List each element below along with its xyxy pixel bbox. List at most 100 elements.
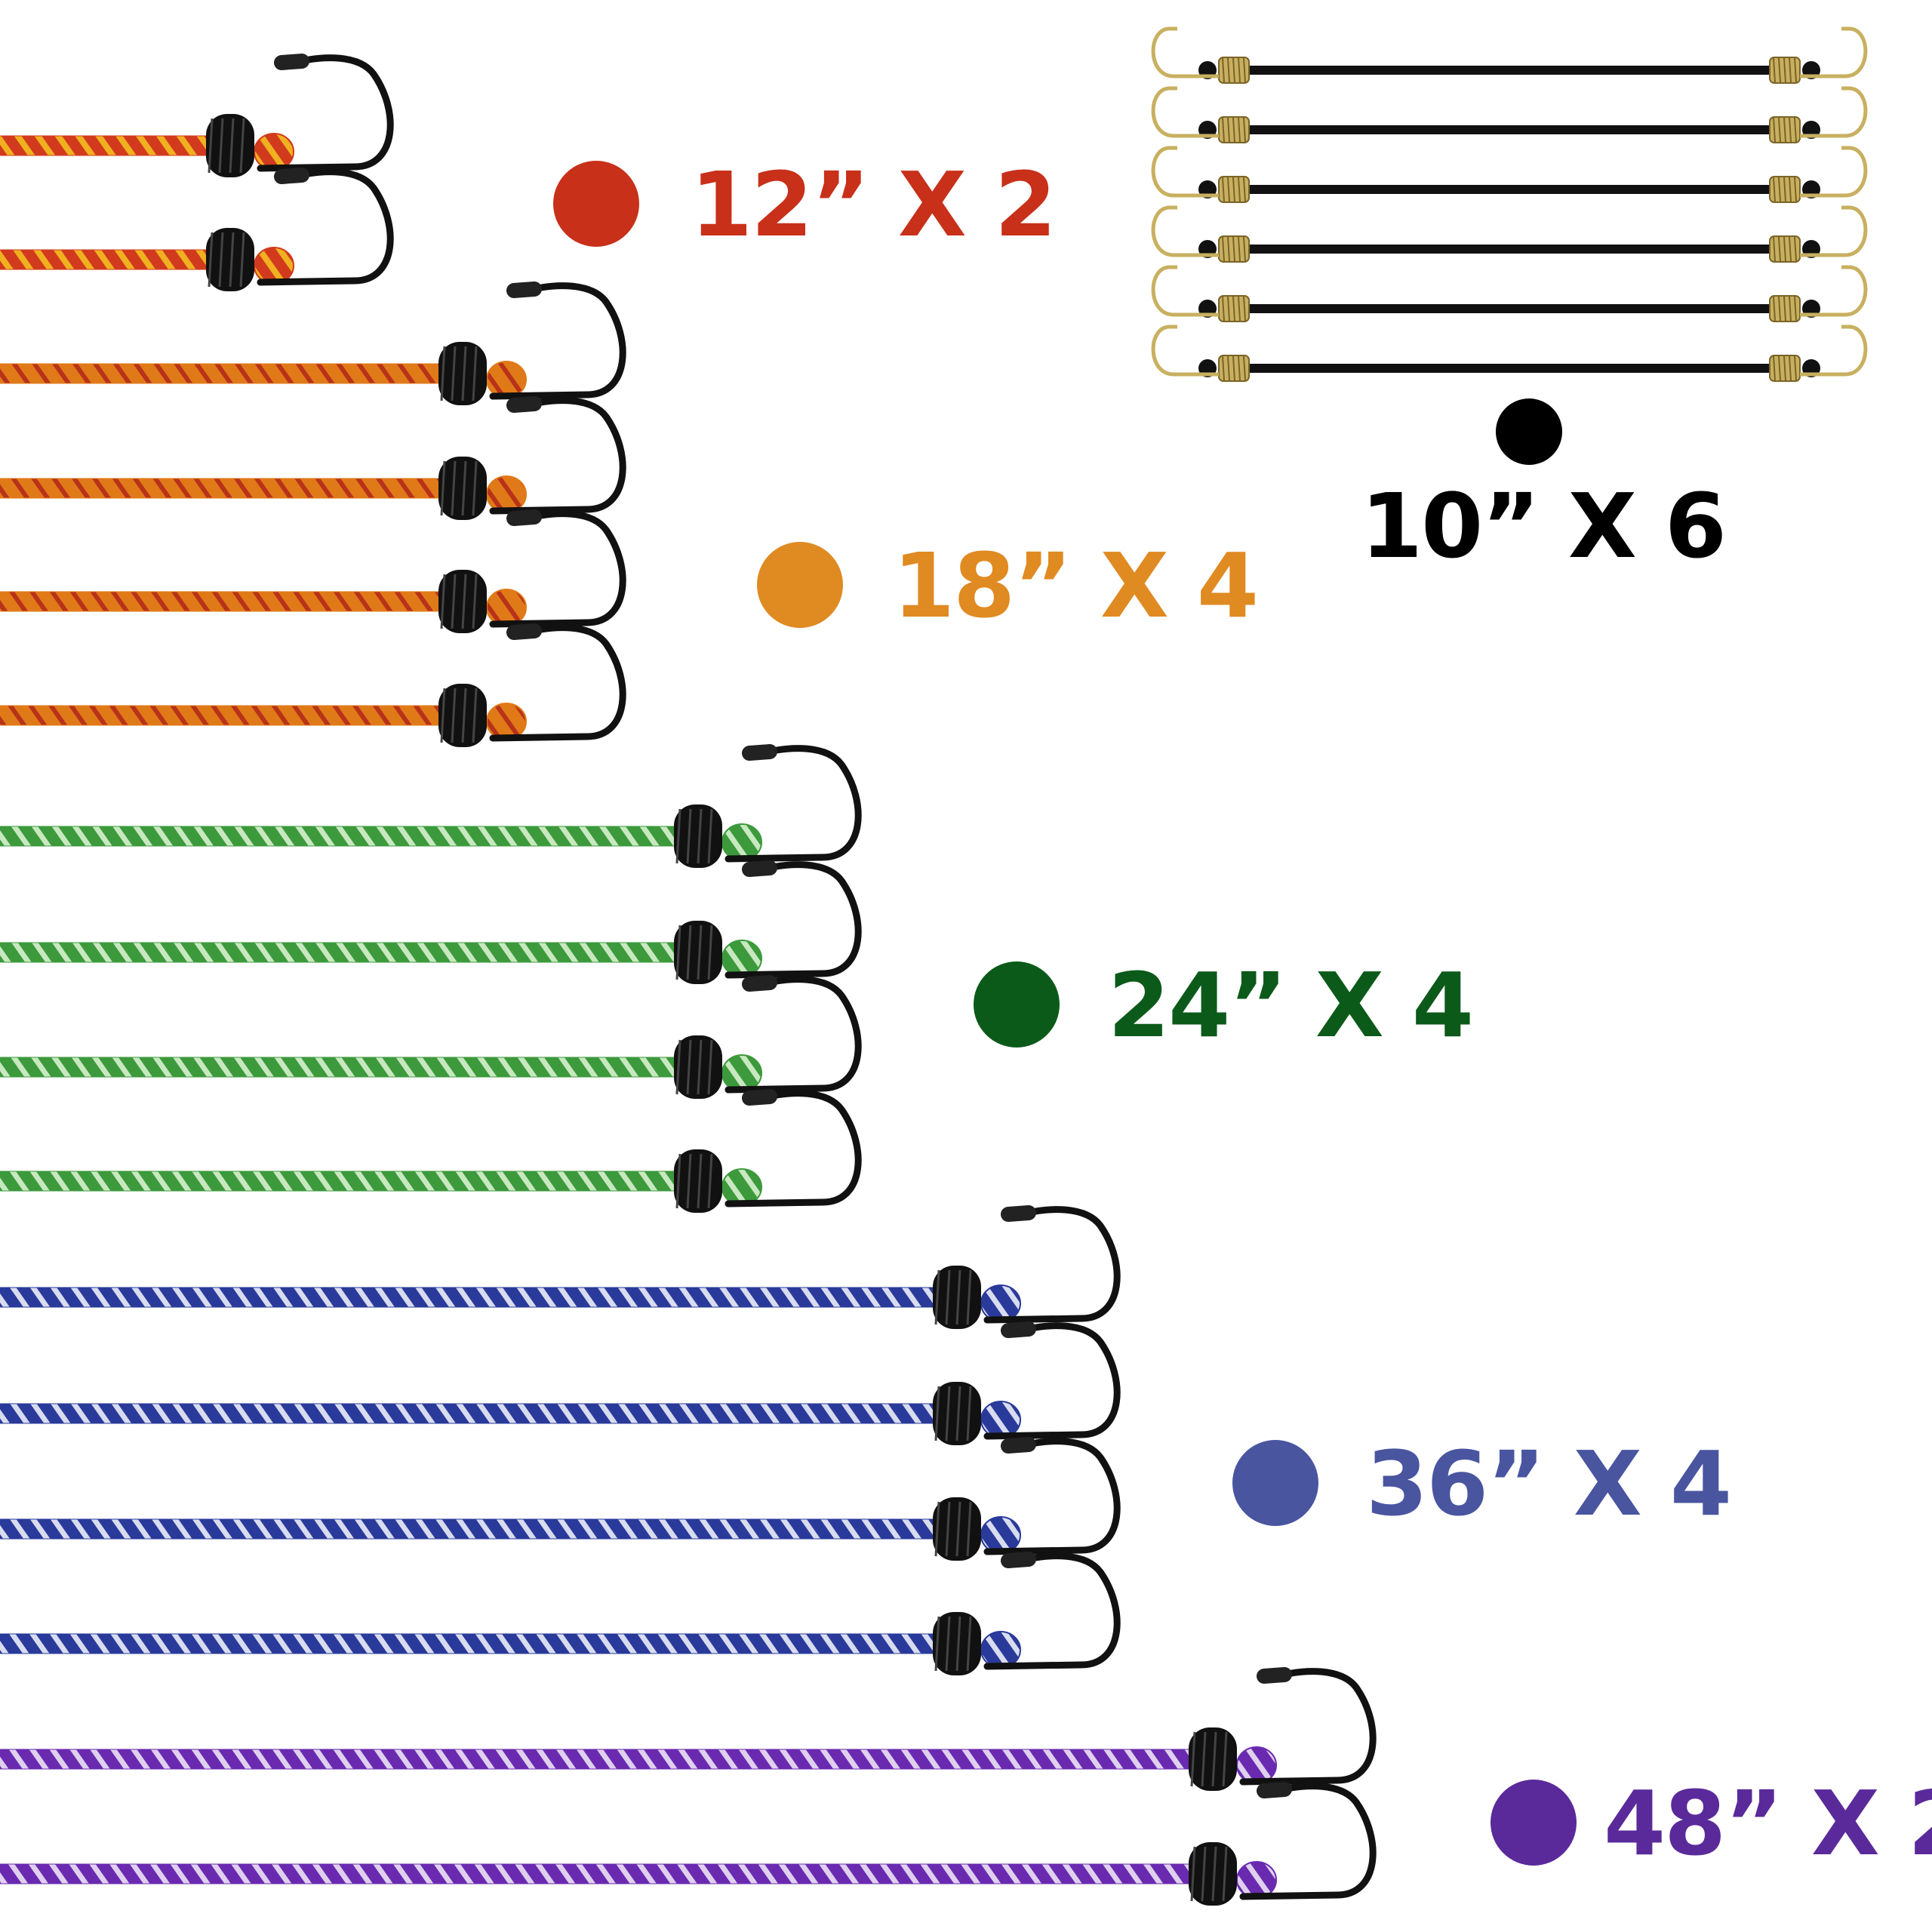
size-label-text: 24” X 4 <box>1108 953 1472 1057</box>
hook-tip <box>274 54 309 70</box>
hook <box>489 282 626 400</box>
bungee-cord <box>0 54 394 177</box>
hook-coil <box>438 570 487 633</box>
hook-coil <box>933 1612 981 1675</box>
bungee-cord <box>0 1782 1377 1906</box>
cord-body <box>0 1863 1198 1884</box>
hook-tip <box>1001 1321 1036 1338</box>
short-cord <box>1151 205 1868 263</box>
short-cord <box>1151 325 1868 382</box>
bungee-cord <box>0 509 626 633</box>
size-label-48: 48” X 2 <box>1491 1771 1932 1875</box>
cord-group-24 <box>0 744 862 1213</box>
hook-tip <box>1257 1667 1292 1684</box>
bungee-cord <box>0 281 626 405</box>
gold-coil <box>1769 86 1868 143</box>
cord-knot <box>486 361 527 398</box>
cord-group-48 <box>0 1667 1377 1906</box>
hook-tip <box>506 623 542 640</box>
bungee-cord <box>0 975 862 1099</box>
cord-knot <box>980 1401 1021 1438</box>
gold-coil <box>1769 265 1868 322</box>
cord-body <box>0 1057 684 1078</box>
hook-coil <box>674 804 722 868</box>
hook-coil <box>206 228 254 291</box>
gold-hook <box>1151 86 1219 138</box>
cord-knot <box>486 475 527 513</box>
hook <box>983 1438 1121 1555</box>
bungee-cord <box>0 1089 862 1213</box>
short-cord <box>1151 86 1868 143</box>
gold-coil <box>1769 26 1868 84</box>
cord-knot <box>721 823 762 861</box>
gold-hook <box>1800 205 1868 257</box>
hook-tip <box>742 1089 777 1106</box>
gold-coil <box>1151 146 1250 203</box>
hook-coil <box>933 1266 981 1329</box>
gold-hook <box>1151 265 1219 317</box>
color-dot <box>1491 1780 1577 1866</box>
bungee-cords <box>0 54 1377 1906</box>
cord-body <box>0 591 448 612</box>
hook-coil <box>933 1497 981 1561</box>
hook <box>489 624 626 742</box>
cord-knot <box>721 940 762 977</box>
cord-knot <box>1236 1746 1277 1784</box>
hook-tip <box>274 168 309 184</box>
hook-tip <box>742 975 777 992</box>
hook <box>724 745 862 863</box>
color-dot <box>757 542 843 628</box>
hook-coil <box>1189 1842 1237 1906</box>
hook <box>983 1206 1121 1324</box>
hook-coil <box>438 684 487 747</box>
bungee-cord <box>0 396 626 520</box>
cord-body <box>0 1518 943 1540</box>
gold-coil <box>1151 265 1250 322</box>
hook <box>257 54 394 172</box>
hook-tip <box>506 509 542 526</box>
hook-coil <box>1189 1727 1237 1791</box>
bungee-cord <box>0 1667 1377 1791</box>
cord-body <box>0 705 448 726</box>
size-label-12: 12” X 2 <box>553 152 1057 257</box>
cord-body <box>0 363 448 384</box>
gold-coil <box>1151 86 1250 143</box>
cord-body <box>0 1287 943 1308</box>
hook-coil <box>674 1149 722 1213</box>
size-label-text: 48” X 2 <box>1604 1771 1932 1875</box>
gold-coil <box>1151 205 1250 263</box>
hook-coil <box>206 114 254 177</box>
short-cord <box>1151 265 1868 322</box>
cord-knot <box>980 1284 1021 1322</box>
size-label-text: 18” X 4 <box>893 534 1257 638</box>
cord-body <box>0 478 448 499</box>
hook <box>257 168 394 286</box>
hook <box>724 861 862 979</box>
cord-knot <box>254 247 294 285</box>
size-label-text: 10” X 6 <box>1361 474 1725 578</box>
hook <box>489 510 626 628</box>
hook-tip <box>506 396 542 413</box>
cord-body <box>0 942 684 963</box>
cord-body <box>0 135 216 156</box>
short-cord <box>1151 26 1868 84</box>
gold-coil <box>1151 325 1250 382</box>
gold-hook <box>1151 325 1219 377</box>
cord-knot <box>486 703 527 740</box>
cord-body <box>0 1403 943 1424</box>
gold-coil <box>1769 325 1868 382</box>
gold-coil <box>1769 146 1868 203</box>
bungee-cord <box>0 1552 1121 1675</box>
gold-hook <box>1151 205 1219 257</box>
inset-10-inch-cords <box>1151 26 1868 382</box>
size-label-24: 24” X 4 <box>974 953 1474 1057</box>
color-dot <box>553 161 639 247</box>
gold-hook <box>1151 26 1219 78</box>
color-dot <box>1496 398 1562 465</box>
bungee-cord <box>0 1321 1121 1445</box>
cord-knot <box>486 589 527 626</box>
cord-body <box>0 826 684 847</box>
size-label-10: 10” X 6 <box>1361 398 1727 578</box>
hook <box>724 1090 862 1208</box>
cord-body <box>0 1633 943 1654</box>
